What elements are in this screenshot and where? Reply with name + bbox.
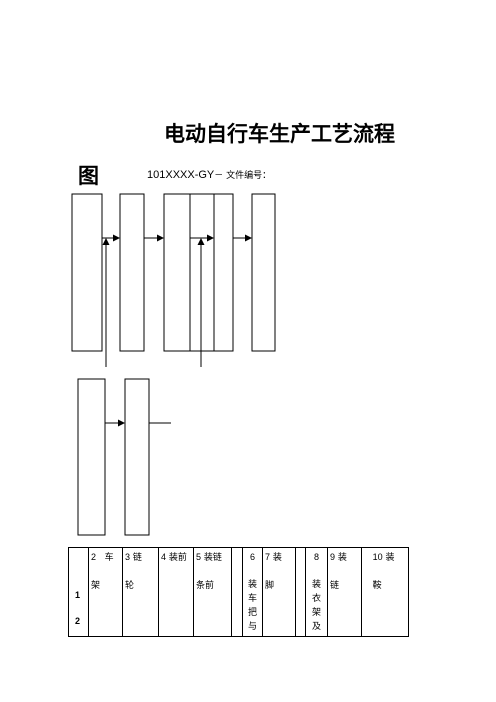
step-number: 4 [161, 552, 167, 562]
step-cell-3: 3 链轮 [122, 547, 159, 637]
step-number: 6 [249, 552, 255, 562]
step-label: 脚 [265, 581, 275, 591]
step-number: 8 [313, 552, 319, 562]
step-number: 7 [265, 552, 271, 562]
document-code: 101XXXX-GY [147, 169, 215, 181]
step-label: 与 [247, 622, 257, 632]
flow-box-8 [124, 378, 150, 536]
step-label: 把 [247, 608, 257, 618]
step-label: 轮 [125, 581, 135, 591]
step-cell-7: 7 装脚 [262, 547, 296, 637]
document-title: 电动自行车生产工艺流程 [164, 121, 395, 146]
flow-box-5 [213, 193, 234, 352]
flow-box-1 [71, 193, 103, 352]
step-label: 装 [385, 553, 395, 563]
step-label: 鞍 [372, 581, 382, 591]
step-label: 车 [104, 553, 114, 563]
document-title-continued: 图 [78, 163, 99, 188]
step-label: 架 [91, 581, 101, 591]
step-cell-9: 9 装链 [327, 547, 362, 637]
step-number: 2 [75, 616, 81, 626]
step-cell-1: 1 2 [68, 547, 89, 637]
step-label: 车 [247, 594, 257, 604]
step-label: 及 [311, 622, 321, 632]
step-label: 条前 [196, 581, 215, 591]
step-cell-2: 2 车架 [88, 547, 123, 637]
step-cell-6: 6 装车把与 [242, 547, 263, 637]
step-label: 链 [132, 553, 142, 563]
step-label: 装 [337, 553, 347, 563]
flow-box-3 [163, 193, 191, 352]
step-label: 装 [272, 553, 282, 563]
step-number: 3 [125, 552, 131, 562]
step-cell-10: 10 装 鞍 [361, 547, 409, 637]
flow-box-2 [119, 193, 145, 352]
step-cell-blank [295, 547, 306, 637]
document-number: 101XXXX-GY－ 文件编号： [147, 168, 271, 181]
step-label: 链 [330, 581, 340, 591]
step-number: 9 [330, 552, 336, 562]
step-label: 衣 [311, 594, 321, 604]
step-number: 1 [75, 590, 81, 600]
step-label: 架 [311, 608, 321, 618]
flow-box-7 [77, 378, 106, 536]
step-label: 装前 [168, 553, 187, 563]
step-number: 2 [91, 552, 97, 562]
step-cell-8: 8 装衣架及 [305, 547, 328, 637]
step-label: 装 [247, 580, 257, 590]
step-number: 5 [196, 552, 202, 562]
flow-box-4 [189, 193, 215, 352]
document-number-label: － 文件编号： [214, 171, 272, 181]
step-cell-blank [231, 547, 243, 637]
flow-box-6 [251, 193, 276, 352]
step-number: 10 [372, 552, 383, 562]
step-label: 装 [311, 580, 321, 590]
process-flow-diagram [71, 193, 276, 536]
step-cell-4: 4 装前 [158, 547, 194, 637]
step-cell-5: 5 装链条前 [193, 547, 232, 637]
step-label: 装链 [203, 553, 222, 563]
